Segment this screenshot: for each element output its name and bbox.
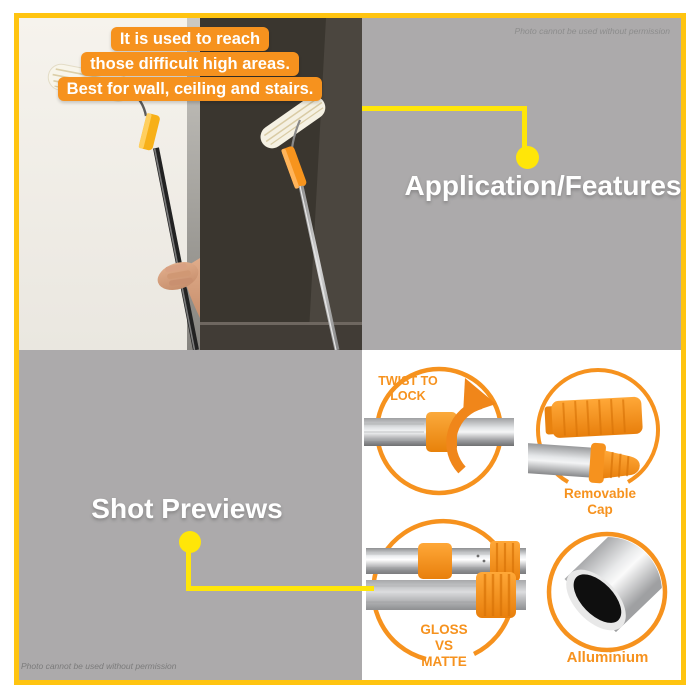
caption-line: It is used to reach bbox=[110, 27, 270, 51]
extension-pole-silver bbox=[298, 185, 340, 350]
previews-panel bbox=[19, 350, 362, 680]
preview-circle-alluminium bbox=[546, 531, 668, 653]
caption-line: those difficult high areas. bbox=[81, 52, 299, 76]
connector-top-dot bbox=[516, 146, 539, 169]
twist-arrow-icon bbox=[446, 378, 496, 474]
gloss-pole bbox=[366, 541, 526, 581]
pole-end-with-thread bbox=[528, 442, 640, 484]
connector-bottom-dot bbox=[179, 531, 201, 553]
connector-top-vertical-line bbox=[522, 106, 527, 152]
orange-cap bbox=[544, 396, 643, 438]
preview-circle-gloss-vs-matte bbox=[366, 518, 526, 662]
preview-circle-removable-cap bbox=[528, 368, 660, 484]
roller-handle bbox=[138, 113, 160, 151]
matte-pole bbox=[366, 572, 526, 618]
ceiling-roller-handle bbox=[281, 146, 307, 189]
ceiling-roller-head bbox=[260, 96, 326, 149]
ceiling-roller-wire bbox=[290, 119, 302, 149]
wall-trim-line bbox=[200, 322, 362, 325]
shot-previews-title: Shot Previews bbox=[91, 493, 283, 524]
application-features-title: Application/Features bbox=[404, 170, 682, 201]
twist-to-lock-label: TWIST TO LOCK bbox=[378, 374, 438, 403]
hand bbox=[157, 258, 200, 318]
aluminium-tube bbox=[564, 537, 662, 633]
features-panel bbox=[362, 18, 681, 350]
caption-box: It is used to reach those difficult high… bbox=[57, 27, 323, 102]
connector-top-horizontal-line bbox=[362, 106, 527, 111]
connector-bottom-horizontal-line bbox=[186, 586, 374, 591]
connector-bottom-vertical-line bbox=[186, 548, 191, 591]
preview-circle-twist-to-lock bbox=[364, 366, 514, 496]
circle-outline bbox=[546, 531, 668, 653]
removable-cap-label: Removable Cap bbox=[563, 486, 637, 517]
alluminium-label: Alluminium bbox=[566, 649, 649, 666]
watermark-top: Photo cannot be used without permission bbox=[514, 26, 670, 36]
watermark-bottom: Photo cannot be used without permission bbox=[21, 661, 177, 671]
extension-pole-dark bbox=[153, 147, 199, 350]
caption-line: Best for wall, ceiling and stairs. bbox=[57, 77, 323, 101]
gloss-vs-matte-label: GLOSS VS MATTE bbox=[420, 622, 468, 669]
